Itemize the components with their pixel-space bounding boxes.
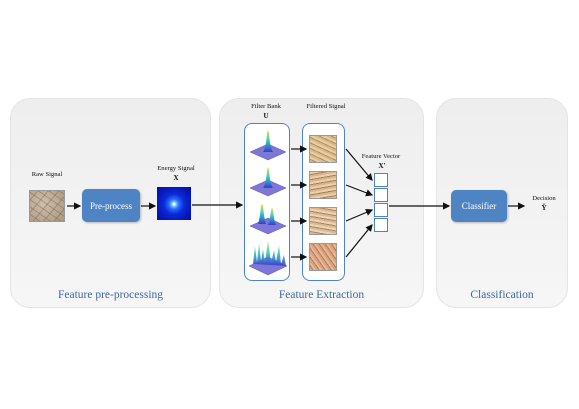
energy-signal-symbol: X [173, 174, 179, 182]
energy-signal-image [157, 187, 191, 220]
preprocessing-panel-title: Feature pre-processing [57, 289, 164, 301]
filter-bank-label: Filter Bank [251, 103, 281, 110]
filter-surface-4 [248, 240, 288, 276]
filtered-signal-image-3 [309, 207, 337, 235]
preprocess-box: Pre-process [82, 189, 140, 222]
extraction-panel-title: Feature Extraction [278, 289, 365, 301]
filter-surface-1 [249, 130, 287, 161]
filter-surface-2 [249, 167, 287, 197]
classifier-box: Classifier [451, 190, 507, 222]
classification-panel-title: Classification [470, 289, 534, 301]
filter-bank-symbol: U [263, 112, 269, 120]
feature-vector-cell [374, 173, 388, 187]
feature-vector-cell [374, 218, 388, 232]
filtered-signal-label: Filtered Signal [306, 103, 346, 110]
feature-vector-symbol: X' [378, 162, 386, 170]
filter-surface-3 [249, 204, 287, 235]
decision-symbol: Ŷ [541, 204, 547, 212]
filtered-signal-image-2 [309, 171, 337, 199]
energy-signal-label: Energy Signal [157, 165, 195, 172]
filtered-signal-image-4 [309, 243, 337, 271]
raw-signal-label: Raw Signal [31, 171, 63, 178]
filtered-signal-image-1 [309, 135, 337, 163]
feature-vector-cell [374, 188, 388, 202]
raw-signal-image [29, 190, 65, 222]
feature-vector-cell [374, 203, 388, 217]
feature-vector-label: Feature Vector [361, 153, 401, 160]
decision-label: Decision [532, 195, 556, 202]
